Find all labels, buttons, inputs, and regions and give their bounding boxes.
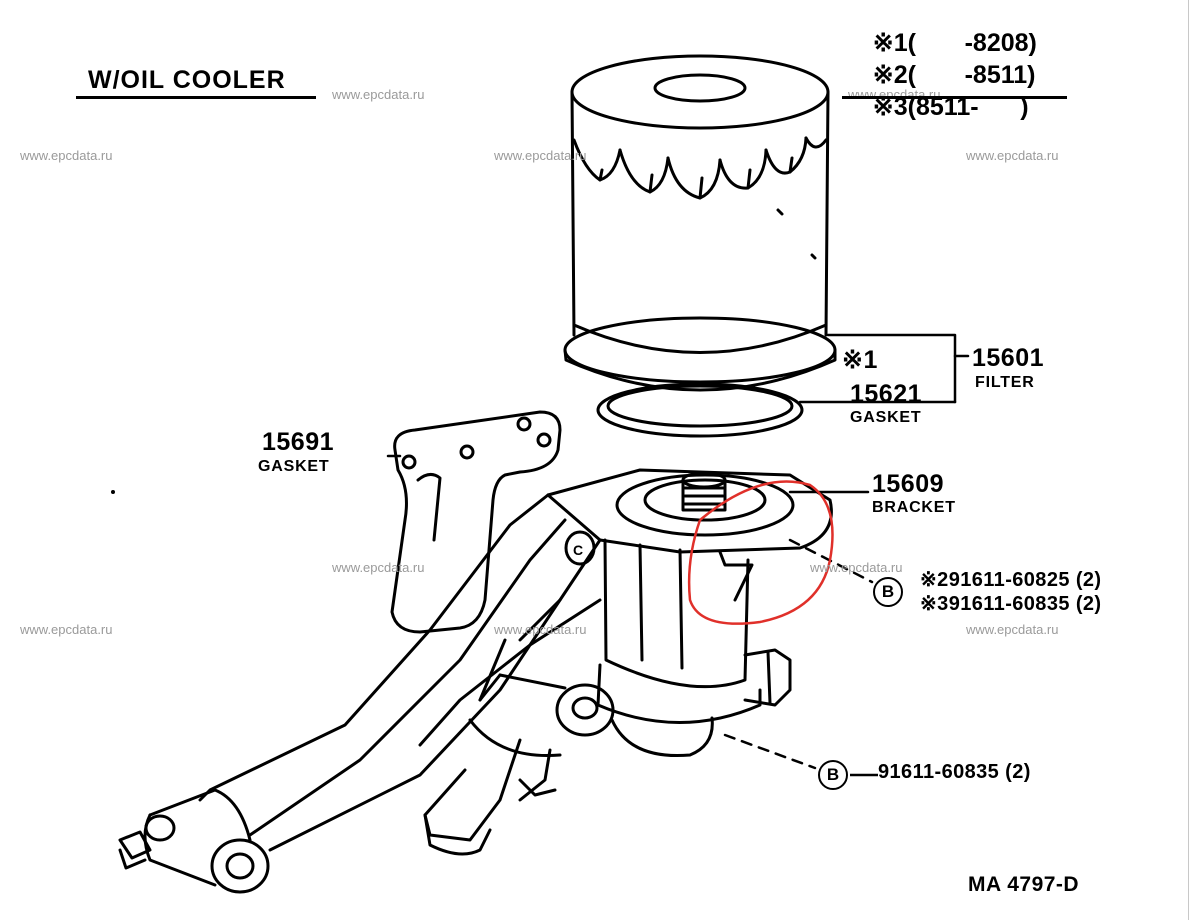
bracket-gasket-part-name: GASKET — [258, 458, 330, 475]
bolt-b-badge: B — [873, 577, 903, 607]
legend-row-3: ※3(8511- ) — [845, 70, 1029, 145]
oil-filter-15601 — [563, 54, 837, 392]
filter-gasket-part-number: 15621 — [850, 380, 923, 408]
bolt-qty: (2) — [1075, 569, 1102, 591]
bolt-part-number: 91611-60825 — [948, 569, 1070, 591]
page-edge — [1188, 0, 1189, 920]
bracket-gasket-15691 — [390, 410, 562, 634]
legend-range: ( -8208) — [907, 29, 1037, 57]
bolt-row-3: 91611-60835 (2) — [878, 762, 1031, 782]
bracket-part-number: 15609 — [872, 470, 945, 498]
title-underline — [76, 96, 316, 99]
bolt-part-number: 91611-60835 — [948, 593, 1070, 615]
bolt-row-1: ※291611-60825 (2) — [920, 570, 1102, 590]
filter-note-mark: ※1 — [842, 346, 878, 374]
mounting-bushing — [118, 788, 270, 894]
legend-range: ( -8511) — [907, 61, 1036, 89]
legend-mark: ※1 — [872, 29, 908, 57]
watermark: www.epcdata.ru — [966, 622, 1059, 637]
leader-lines — [386, 333, 970, 494]
legend-row-1: ※1( -8208) — [845, 6, 1037, 81]
bolt-qty: (2) — [1075, 593, 1102, 615]
legend-underline — [842, 96, 1067, 99]
highlight-circle — [687, 480, 834, 625]
watermark: www.epcdata.ru — [494, 148, 587, 163]
filter-gasket-15621 — [596, 382, 804, 438]
legend-mark: ※2 — [872, 61, 908, 89]
bolt-leader-dash — [850, 773, 878, 777]
diagram-title: W/OIL COOLER — [88, 66, 286, 94]
bracket-gasket-part-number: 15691 — [262, 428, 335, 456]
bolt-qty: (2) — [1005, 761, 1031, 783]
watermark: www.epcdata.ru — [494, 622, 587, 637]
watermark: www.epcdata.ru — [810, 560, 903, 575]
diagram-code: MA 4797-D — [968, 873, 1080, 896]
bolt-mark: ※3 — [920, 593, 949, 615]
watermark: www.epcdata.ru — [966, 148, 1059, 163]
svg-text:C: C — [573, 542, 583, 558]
watermark: www.epcdata.ru — [20, 622, 113, 637]
filter-part-number: 15601 — [972, 344, 1045, 372]
watermark: www.epcdata.ru — [332, 560, 425, 575]
bolt-b-badge: B — [818, 760, 848, 790]
bolt-row-2: ※391611-60835 (2) — [920, 594, 1102, 614]
watermark: www.epcdata.ru — [332, 87, 425, 102]
bolt-part-number: 91611-60835 — [878, 761, 1000, 783]
bolt-mark: ※2 — [920, 569, 949, 591]
legend-row-2: ※2( -8511) — [845, 38, 1036, 113]
filter-gasket-part-name: GASKET — [850, 409, 922, 426]
bracket-15609: C — [198, 468, 833, 856]
bracket-part-name: BRACKET — [872, 499, 956, 516]
watermark: www.epcdata.ru — [20, 148, 113, 163]
filter-part-name: FILTER — [975, 374, 1035, 391]
